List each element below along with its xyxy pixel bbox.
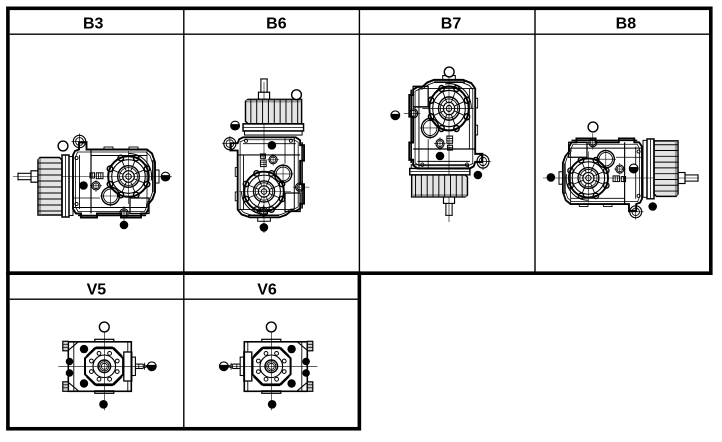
svg-text:B6: B6 xyxy=(266,16,287,33)
svg-text:V5: V5 xyxy=(87,281,107,298)
svg-text:B3: B3 xyxy=(83,16,104,33)
svg-text:B7: B7 xyxy=(441,16,462,33)
svg-text:B8: B8 xyxy=(616,16,637,33)
svg-text:V6: V6 xyxy=(257,281,277,298)
